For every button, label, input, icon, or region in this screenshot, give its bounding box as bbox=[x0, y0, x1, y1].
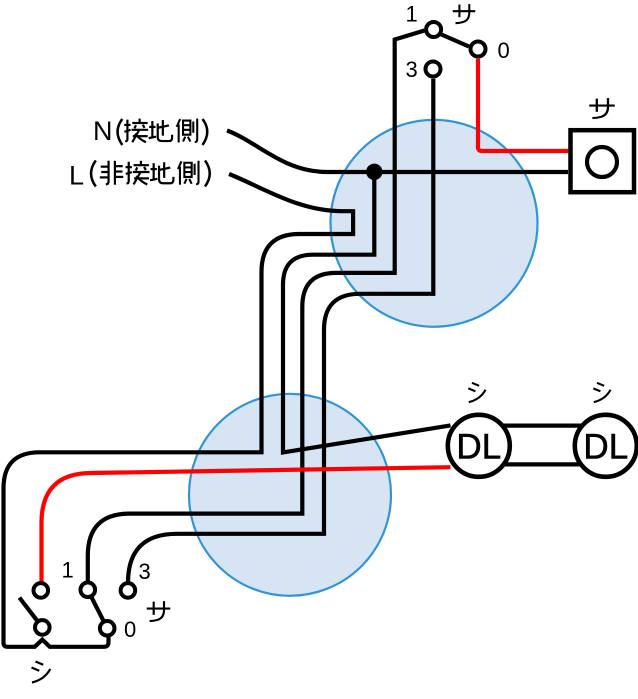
svg-text:N: N bbox=[93, 116, 113, 146]
svg-text:3: 3 bbox=[139, 559, 151, 584]
svg-text:DL: DL bbox=[456, 427, 501, 466]
svg-text:0: 0 bbox=[124, 617, 136, 642]
svg-text:3: 3 bbox=[406, 57, 418, 82]
svg-text:1: 1 bbox=[406, 2, 418, 27]
svg-text:0: 0 bbox=[498, 38, 510, 63]
svg-text:1: 1 bbox=[62, 558, 74, 583]
svg-text:DL: DL bbox=[583, 427, 628, 466]
svg-text:L: L bbox=[69, 161, 84, 191]
